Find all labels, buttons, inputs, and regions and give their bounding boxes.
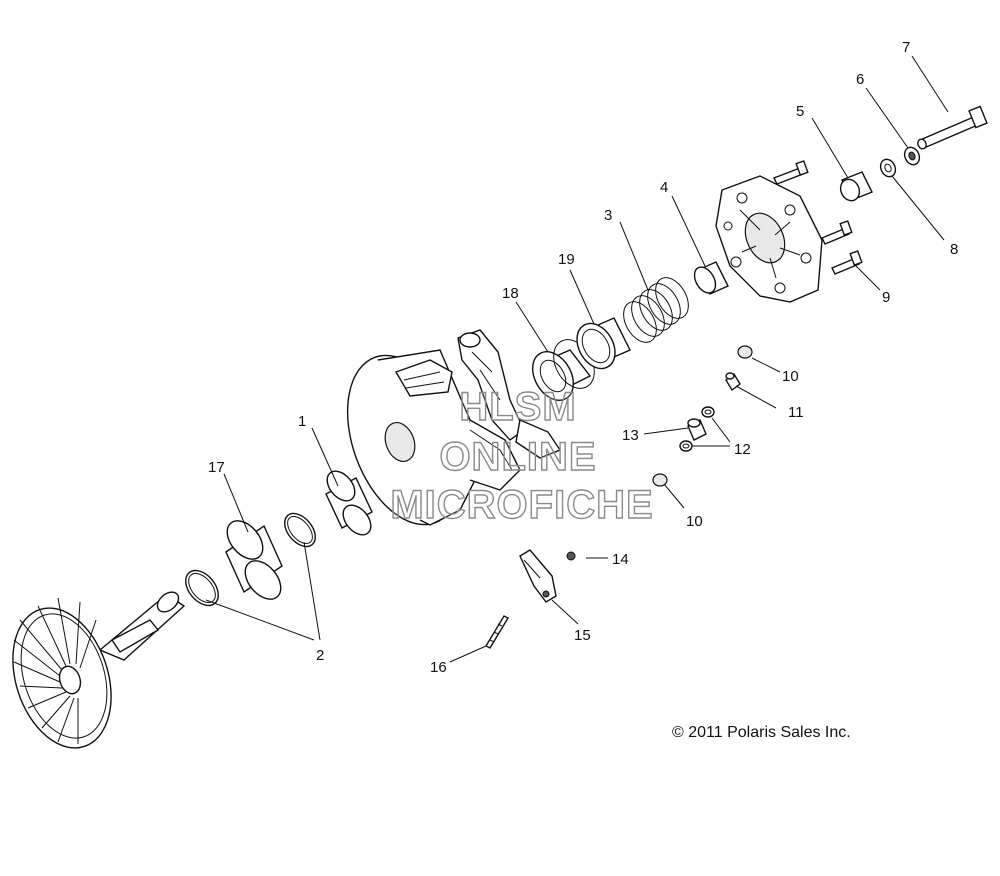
ring-19 <box>576 317 631 370</box>
callout-7: 7 <box>902 39 910 56</box>
bearing-18 <box>532 339 595 401</box>
watermark: HLSM ONLINE MICROFICHE <box>390 384 654 527</box>
drive-sheave-with-shaft <box>12 591 186 749</box>
callout-11: 11 <box>788 404 804 421</box>
callout-12: 12 <box>734 441 751 458</box>
watermark-line-3: MICROFICHE <box>390 483 653 527</box>
watermark-line-2: ONLINE <box>439 435 596 479</box>
cap-10-upper <box>737 345 753 359</box>
callout-17: 17 <box>208 459 225 476</box>
washer-6 <box>903 146 921 166</box>
callout-1: 1 <box>298 413 306 430</box>
watermark-line-1: HLSM <box>459 385 576 429</box>
callout-4: 4 <box>660 179 668 196</box>
bolt-7 <box>917 105 988 150</box>
cover-bolts <box>773 160 863 275</box>
cover-plate <box>715 175 823 303</box>
callout-labels: 1 2 3 4 5 6 7 8 9 10 10 11 12 13 14 15 1… <box>208 39 958 676</box>
callout-9: 9 <box>882 289 890 306</box>
pin-16 <box>485 615 509 649</box>
callout-5: 5 <box>796 103 804 120</box>
callout-18: 18 <box>502 285 519 302</box>
callout-10-upper: 10 <box>782 368 799 385</box>
callout-3: 3 <box>604 207 612 224</box>
bushing-1 <box>325 470 373 536</box>
callout-13: 13 <box>622 427 639 444</box>
bushing-13 <box>687 418 707 441</box>
callout-16: 16 <box>430 659 447 676</box>
callout-8: 8 <box>950 241 958 258</box>
spacer-5 <box>839 171 873 202</box>
sleeve-17 <box>225 520 283 600</box>
spider-arm-assembly <box>457 329 562 459</box>
leader-lines <box>205 55 949 663</box>
callout-10-lower: 10 <box>686 513 703 530</box>
callout-15: 15 <box>574 627 591 644</box>
nut-14 <box>566 551 576 561</box>
callout-2: 2 <box>316 647 324 664</box>
callout-14: 14 <box>612 551 629 568</box>
spring-3 <box>623 277 689 343</box>
callout-6: 6 <box>856 71 864 88</box>
bushing-4 <box>693 261 729 295</box>
seal-rings <box>185 512 316 607</box>
copyright-notice: © 2011 Polaris Sales Inc. <box>672 724 851 741</box>
callout-19: 19 <box>558 251 575 268</box>
washer-8 <box>879 158 897 178</box>
movable-sheave-housing <box>346 349 521 526</box>
weight-arm-15 <box>519 549 557 603</box>
cap-10-lower <box>652 473 668 487</box>
